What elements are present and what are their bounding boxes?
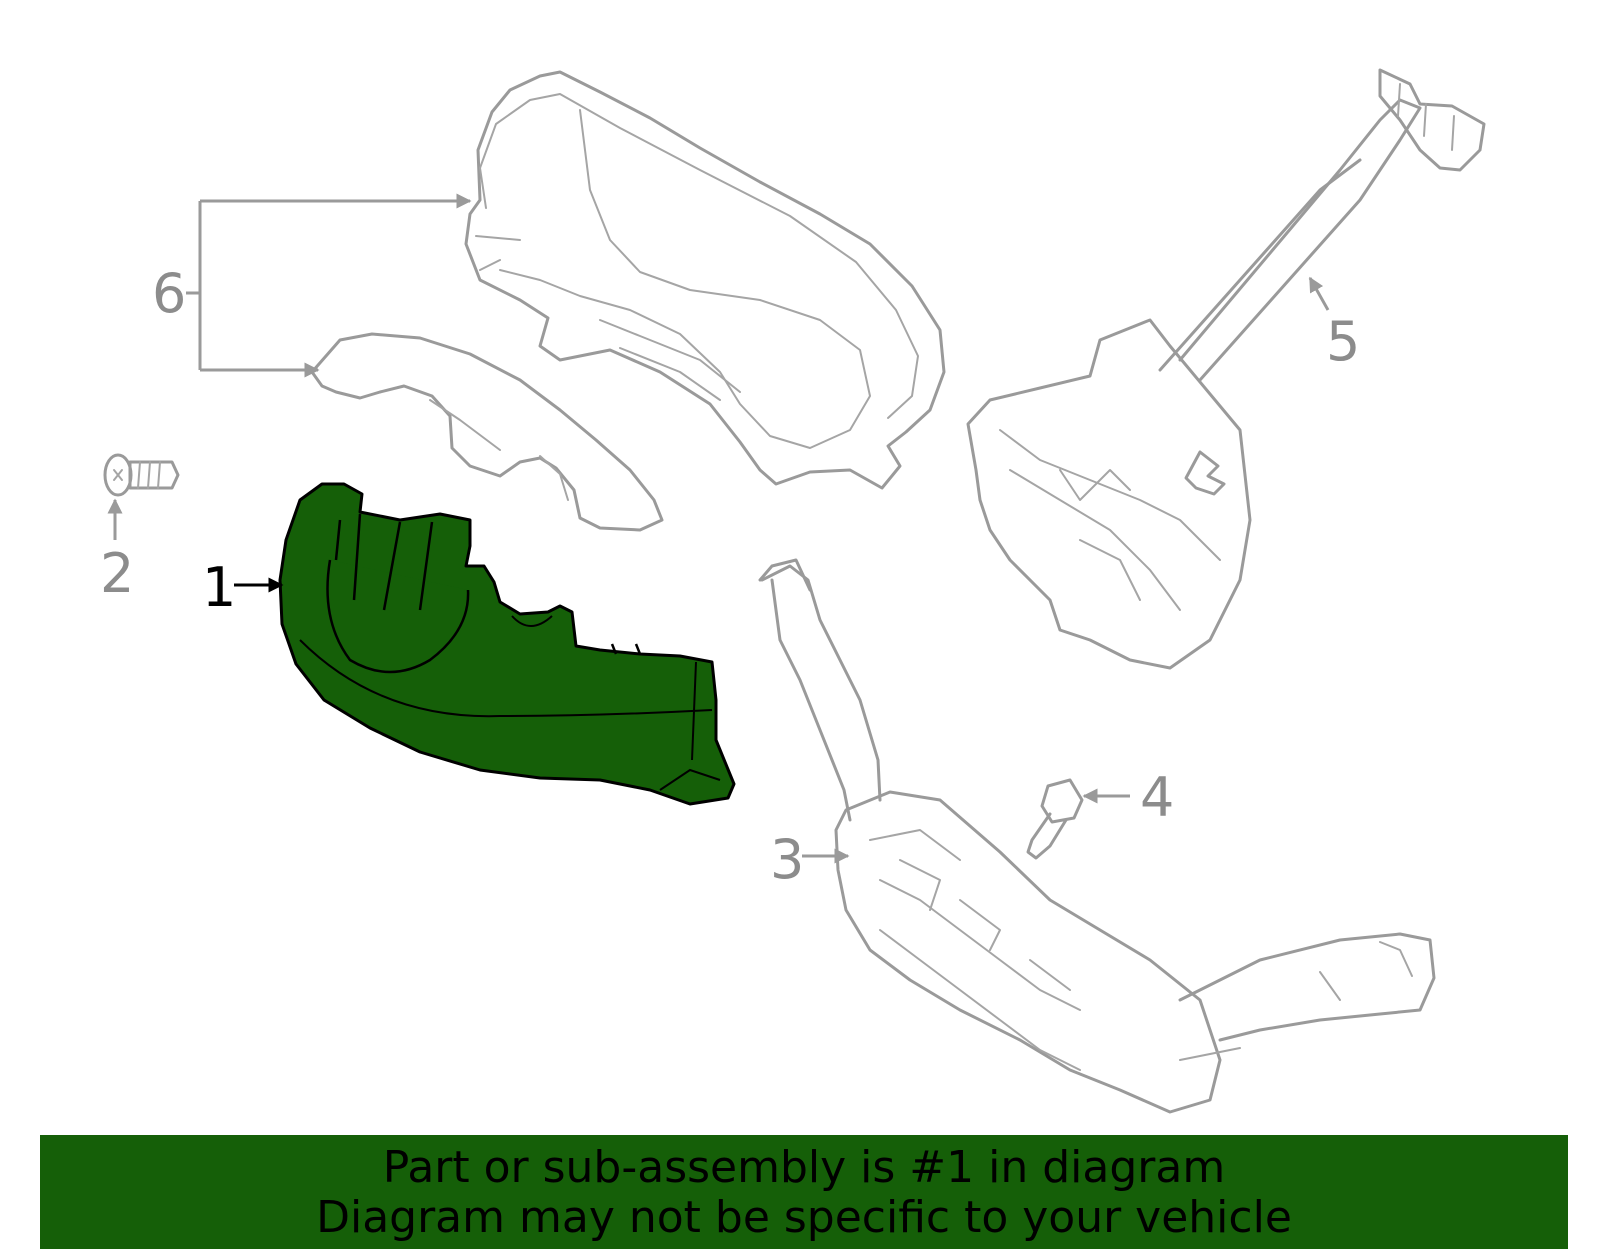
callout-3: 3 [770,828,804,891]
callout-6-leader [186,193,472,378]
column-upper-cover [310,332,664,532]
callout-6: 6 [152,262,186,325]
callout-4: 4 [1140,766,1174,829]
callout-5-leader [1308,276,1330,311]
combination-switch-part-3 [758,558,1436,1114]
screw-part-2 [103,453,180,497]
bolt-part-4 [1026,778,1084,860]
callout-5: 5 [1326,310,1360,373]
column-lower-cover-part-1 [278,482,736,806]
instrument-cluster [464,70,946,490]
clock-spring-part-5 [966,68,1486,670]
callout-2: 2 [100,542,134,605]
callout-1: 1 [202,556,236,619]
banner-line-2: Diagram may not be specific to your vehi… [316,1192,1292,1243]
info-banner: Part or sub-assembly is #1 in diagram Di… [40,1135,1568,1249]
banner-line-1: Part or sub-assembly is #1 in diagram [382,1142,1226,1193]
